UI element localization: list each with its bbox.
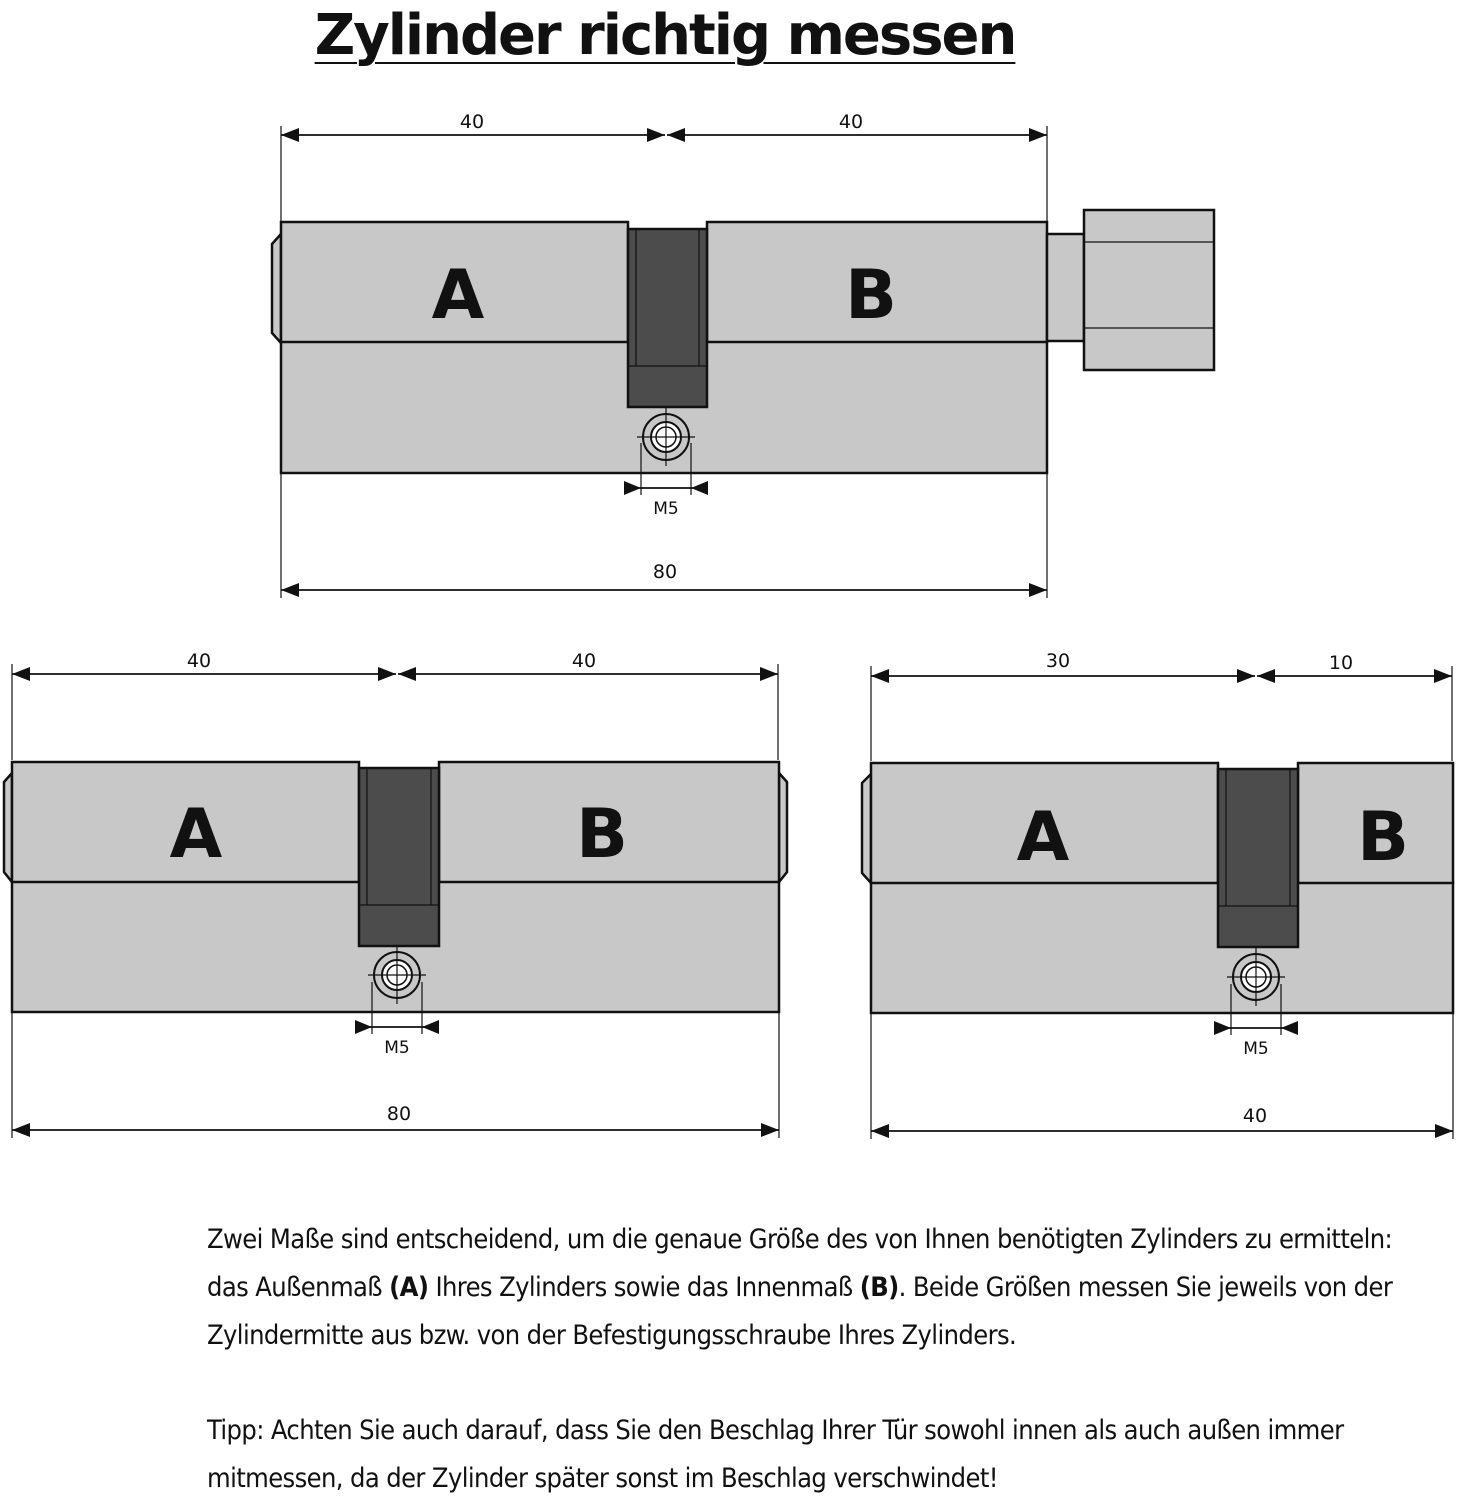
knob-shaft	[1045, 232, 1086, 343]
dimension-b: 40	[572, 650, 596, 672]
half-cylinder-diagram: M5 30 10 A B 40	[860, 650, 1455, 1139]
cylinder-lower-body	[869, 880, 1455, 1015]
dimension-a: 40	[460, 111, 484, 133]
label-a: A	[432, 256, 485, 335]
cylinder-side-b	[437, 760, 781, 884]
description-text: . Beide Größen messen Sie jeweils von de…	[207, 1272, 1393, 1351]
dimension-a: 30	[1046, 650, 1070, 672]
cam-slot	[1216, 767, 1300, 949]
cylinder-a-end-cap	[860, 770, 873, 887]
cylinder-a-end-cap	[270, 230, 283, 347]
screw-hole	[368, 946, 426, 1004]
cylinder-side-a	[869, 761, 1220, 885]
label-a: A	[1017, 798, 1070, 877]
page-title-text: Zylinder richtig messen	[314, 3, 1018, 68]
label-a: A	[170, 795, 223, 874]
description-paragraph-tip: Tipp: Achten Sie auch darauf, dass Sie d…	[207, 1415, 1344, 1494]
page-title: Zylinder richtig messen	[0, 0, 1330, 72]
label-b: B	[845, 256, 897, 335]
dimension-total: 80	[653, 561, 677, 583]
knob-cylinder-diagram: M5 40 40 A B 80	[270, 111, 1216, 598]
screw-size-label: M5	[1243, 1039, 1268, 1059]
cam-slot	[357, 766, 441, 948]
label-b: B	[1357, 798, 1409, 877]
dimension-total: 40	[1243, 1105, 1267, 1127]
label-b: B	[576, 795, 628, 874]
description-paragraph-1: Zwei Maße sind entscheidend, um die gena…	[207, 1216, 1407, 1360]
cylinder-side-b	[1296, 761, 1455, 885]
knob	[1082, 208, 1216, 372]
dimension-b: 10	[1329, 652, 1353, 674]
cam-slot	[626, 227, 709, 409]
screw-size-label: M5	[653, 499, 678, 519]
cylinder-side-b	[705, 220, 1049, 344]
description-a-mark: (A)	[389, 1272, 429, 1303]
cylinder-side-a	[279, 220, 630, 344]
dimension-a: 40	[187, 650, 211, 672]
description-text: Zwei Maße sind entscheidend, um die gena…	[207, 1224, 1393, 1303]
cylinder-diagrams: M5 40 40 A B 80	[2, 111, 1455, 1139]
description: Zwei Maße sind entscheidend, um die gena…	[207, 1216, 1407, 1503]
dimension-b: 40	[839, 111, 863, 133]
dimension-total: 80	[387, 1103, 411, 1125]
description-text: Ihres Zylinders sowie das Innenmaß	[428, 1272, 860, 1303]
screw-size-label: M5	[384, 1038, 409, 1058]
cylinder-side-a	[10, 760, 361, 884]
double-cylinder-diagram: M5 40 40 A B 80	[2, 650, 789, 1138]
description-b-mark: (B)	[859, 1272, 900, 1303]
screw-hole	[637, 408, 695, 466]
screw-hole	[1227, 948, 1285, 1006]
